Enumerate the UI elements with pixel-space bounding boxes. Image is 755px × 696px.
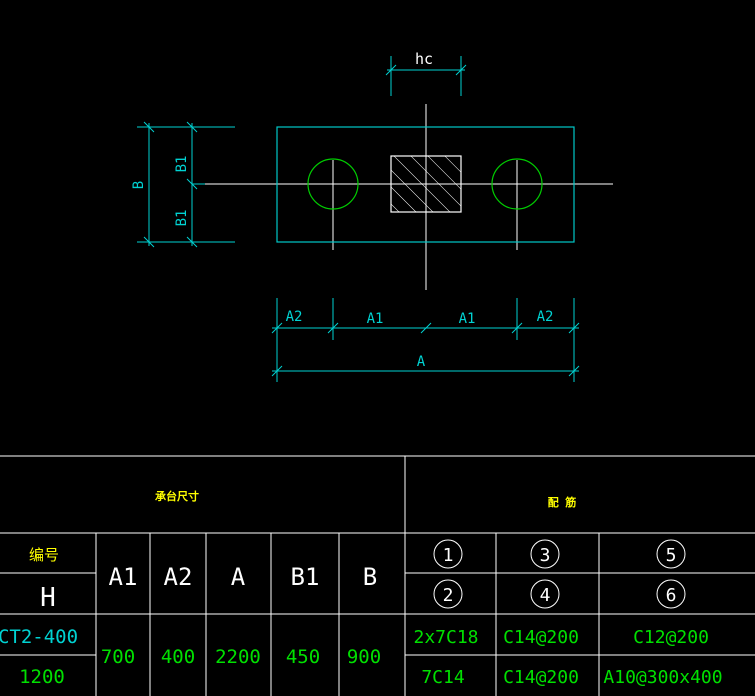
row-rebar-3: C14@200 [503,627,579,648]
bar-1-label: 1 [443,545,454,566]
col-code-header: 编号 [29,546,59,564]
column-section [390,155,462,213]
row-rebar-5: C12@200 [633,627,709,648]
row-rebar-4: C14@200 [503,667,579,688]
col-b1-header: B1 [291,563,320,591]
table-right-title: 配 筋 [548,495,577,509]
hc-dimension [385,56,467,96]
bar-5-label: 5 [666,545,677,566]
cap-outline [276,126,575,243]
a-label: A [417,354,426,370]
pile-cap-table [0,455,755,696]
row-a2: 400 [161,646,195,668]
bar-number-circles [433,539,686,609]
row-rebar-6: A10@300x400 [603,667,722,688]
a1-right-label: A1 [459,311,476,327]
a-dimension [271,298,580,382]
col-a-header: A [231,563,246,591]
left-pile [307,158,359,210]
col-a2-header: A2 [164,563,193,591]
bar-4-label: 4 [540,585,551,606]
b1-bottom-label: B1 [174,210,190,227]
row-b1: 450 [286,646,320,668]
a2-left-label: A2 [286,309,303,325]
row-a: 2200 [215,646,261,668]
b-dimension [137,121,235,248]
row-rebar-2: 7C14 [421,667,464,688]
col-b-header: B [363,563,377,591]
row-rebar-1: 2x7C18 [413,627,478,648]
row-b: 900 [347,646,381,668]
row-code: CT2-400 [0,626,78,648]
right-pile [491,158,543,210]
row-h: 1200 [19,666,65,688]
a1-left-label: A1 [367,311,384,327]
table-left-title: 承台尺寸 [155,489,199,503]
bar-2-label: 2 [443,585,454,606]
row-a1: 700 [101,646,135,668]
bar-3-label: 3 [540,545,551,566]
b1-top-label: B1 [174,156,190,173]
a2-right-label: A2 [537,309,554,325]
hc-label: hc [415,50,433,68]
bar-6-label: 6 [666,585,677,606]
col-h-header: H [40,583,56,613]
pile-cap-plan [193,104,613,290]
col-a1-header: A1 [109,563,138,591]
b-label: B [131,181,147,189]
